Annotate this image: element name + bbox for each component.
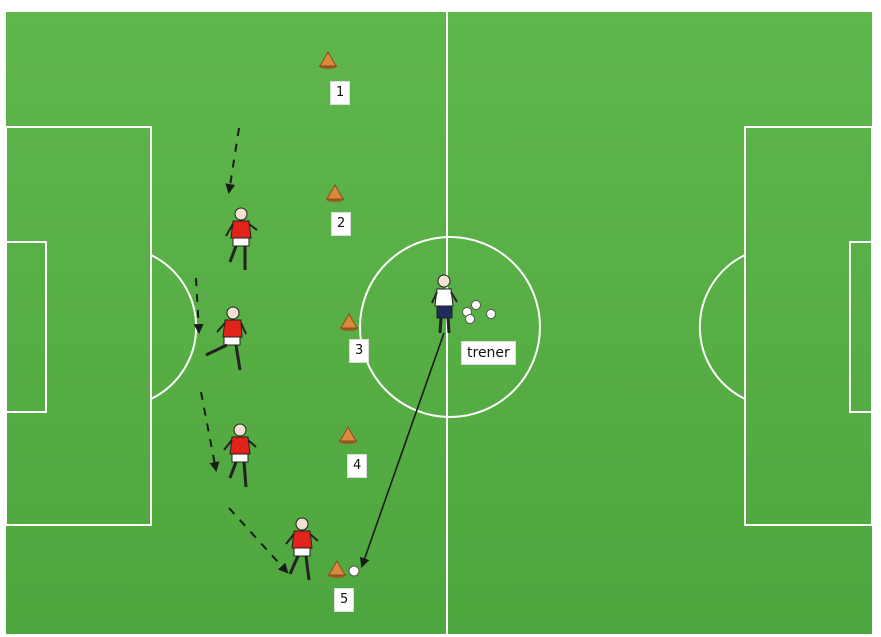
ball (487, 310, 496, 319)
cone-label-3: 3 (349, 339, 369, 363)
cone-label-2: 2 (331, 212, 351, 236)
cone-label-1: 1 (330, 81, 350, 105)
ball (472, 301, 481, 310)
coach-label: trener (461, 341, 516, 365)
cone-label-4: 4 (347, 454, 367, 478)
ball (349, 566, 359, 576)
grass (6, 12, 872, 634)
ball (466, 315, 475, 324)
cone-label-5: 5 (334, 588, 354, 612)
